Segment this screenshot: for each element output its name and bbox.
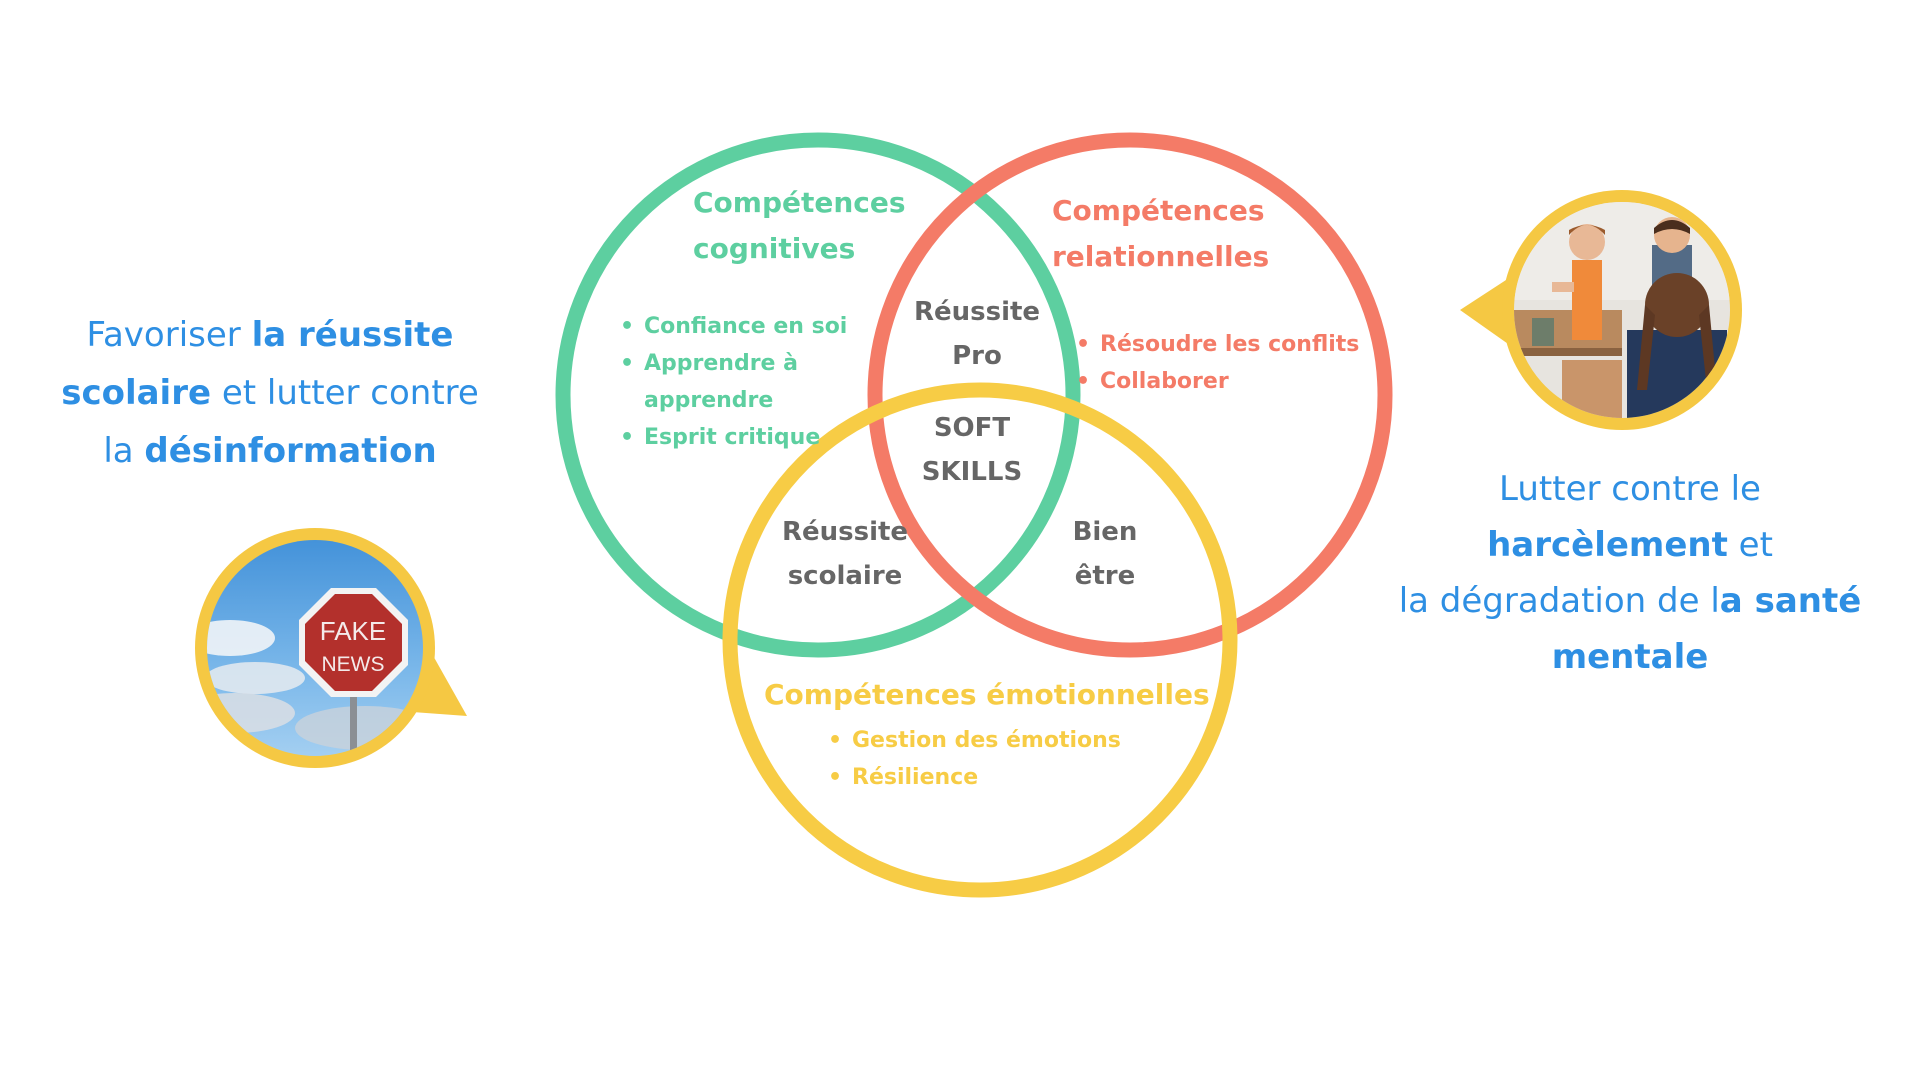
reussite-scolaire-line2: scolaire [787,561,903,591]
reussite-pro-line2: Pro [952,341,1002,371]
soft-skills-line2: SKILLS [921,457,1023,487]
fake-news-photo-marker: FAKE NEWS [195,528,467,768]
left-goal-line1: Favoriser la réussite [50,306,490,364]
emotional-bullets: Gestion des émotions Résilience [826,722,1121,796]
right-goal-l4-bold: mentale [1551,637,1709,677]
emotional-title-text: Compétences émotionnelles [764,678,1210,711]
left-goal-l2-bold: scolaire [61,373,212,413]
circle-relational [867,132,1393,658]
relational-bullet: Collaborer [1074,363,1359,400]
relational-title-line2: relationnelles [1052,240,1270,273]
cognitive-bullets: Confiance en soi Apprendre à apprendre E… [618,308,847,456]
right-goal-l2-bold: harcèlement [1487,525,1728,565]
emotional-title: Compétences émotionnelles [764,672,1210,718]
emotional-bullet: Résilience [826,759,1121,796]
emotional-bullet: Gestion des émotions [826,722,1121,759]
right-goal-l3-plain: la dégradation de l [1398,581,1720,621]
cognitive-bullet: Esprit critique [618,419,847,456]
left-goal-l1-bold: la réussite [251,315,454,355]
sign-fake-text: FAKE [320,616,386,646]
circle-cognitive [555,132,1081,658]
bien-etre-line2: être [1074,561,1136,591]
soft-skills-line1: SOFT [933,413,1011,443]
reussite-pro-line1: Réussite [913,297,1041,327]
right-goal-line3: la dégradation de la santé [1380,573,1880,629]
relational-bullets: Résoudre les conflits Collaborer [1074,326,1359,400]
right-goal-line1: Lutter contre le [1499,469,1761,509]
right-goal-line4: mentale [1380,629,1880,685]
intersection-reussite-pro: Réussite Pro [902,290,1052,378]
right-goal-l2-plain: et [1727,525,1773,565]
cognitive-title-line2: cognitives [693,232,856,265]
relational-title: Compétences relationnelles [1052,188,1269,280]
left-goal-line3: la désinformation [50,422,490,480]
intersection-soft-skills: SOFT SKILLS [907,406,1037,494]
left-goal-line2: scolaire et lutter contre [50,364,490,422]
children-photo-marker [1460,190,1742,430]
relational-bullet: Résoudre les conflits [1074,326,1359,363]
left-goal-l3-plain: la [103,431,145,471]
sign-news-text: NEWS [322,653,385,676]
intersection-bien-etre: Bien être [1050,510,1160,598]
reussite-scolaire-line1: Réussite [781,517,909,547]
left-goal-text: Favoriser la réussite scolaire et lutter… [50,306,490,480]
right-goal-line2: harcèlement et [1380,517,1880,573]
relational-title-line1: Compétences [1052,194,1265,227]
intersection-reussite-scolaire: Réussite scolaire [765,510,925,598]
left-goal-l2-plain: et lutter contre [211,373,479,413]
cognitive-title-line1: Compétences [693,186,906,219]
cognitive-title: Compétences cognitives [693,180,906,272]
cognitive-bullet: Confiance en soi [618,308,847,345]
cognitive-bullet-continued: apprendre [644,388,774,413]
left-goal-l1-plain: Favoriser [86,315,252,355]
cognitive-bullet: Apprendre à [618,345,847,382]
left-goal-l3-bold: désinformation [144,431,437,471]
circle-emotional [722,382,1238,898]
right-goal-text: Lutter contre le harcèlement et la dégra… [1380,461,1880,685]
right-goal-l3-bold: a santé [1719,581,1862,621]
bien-etre-line1: Bien [1072,517,1138,547]
